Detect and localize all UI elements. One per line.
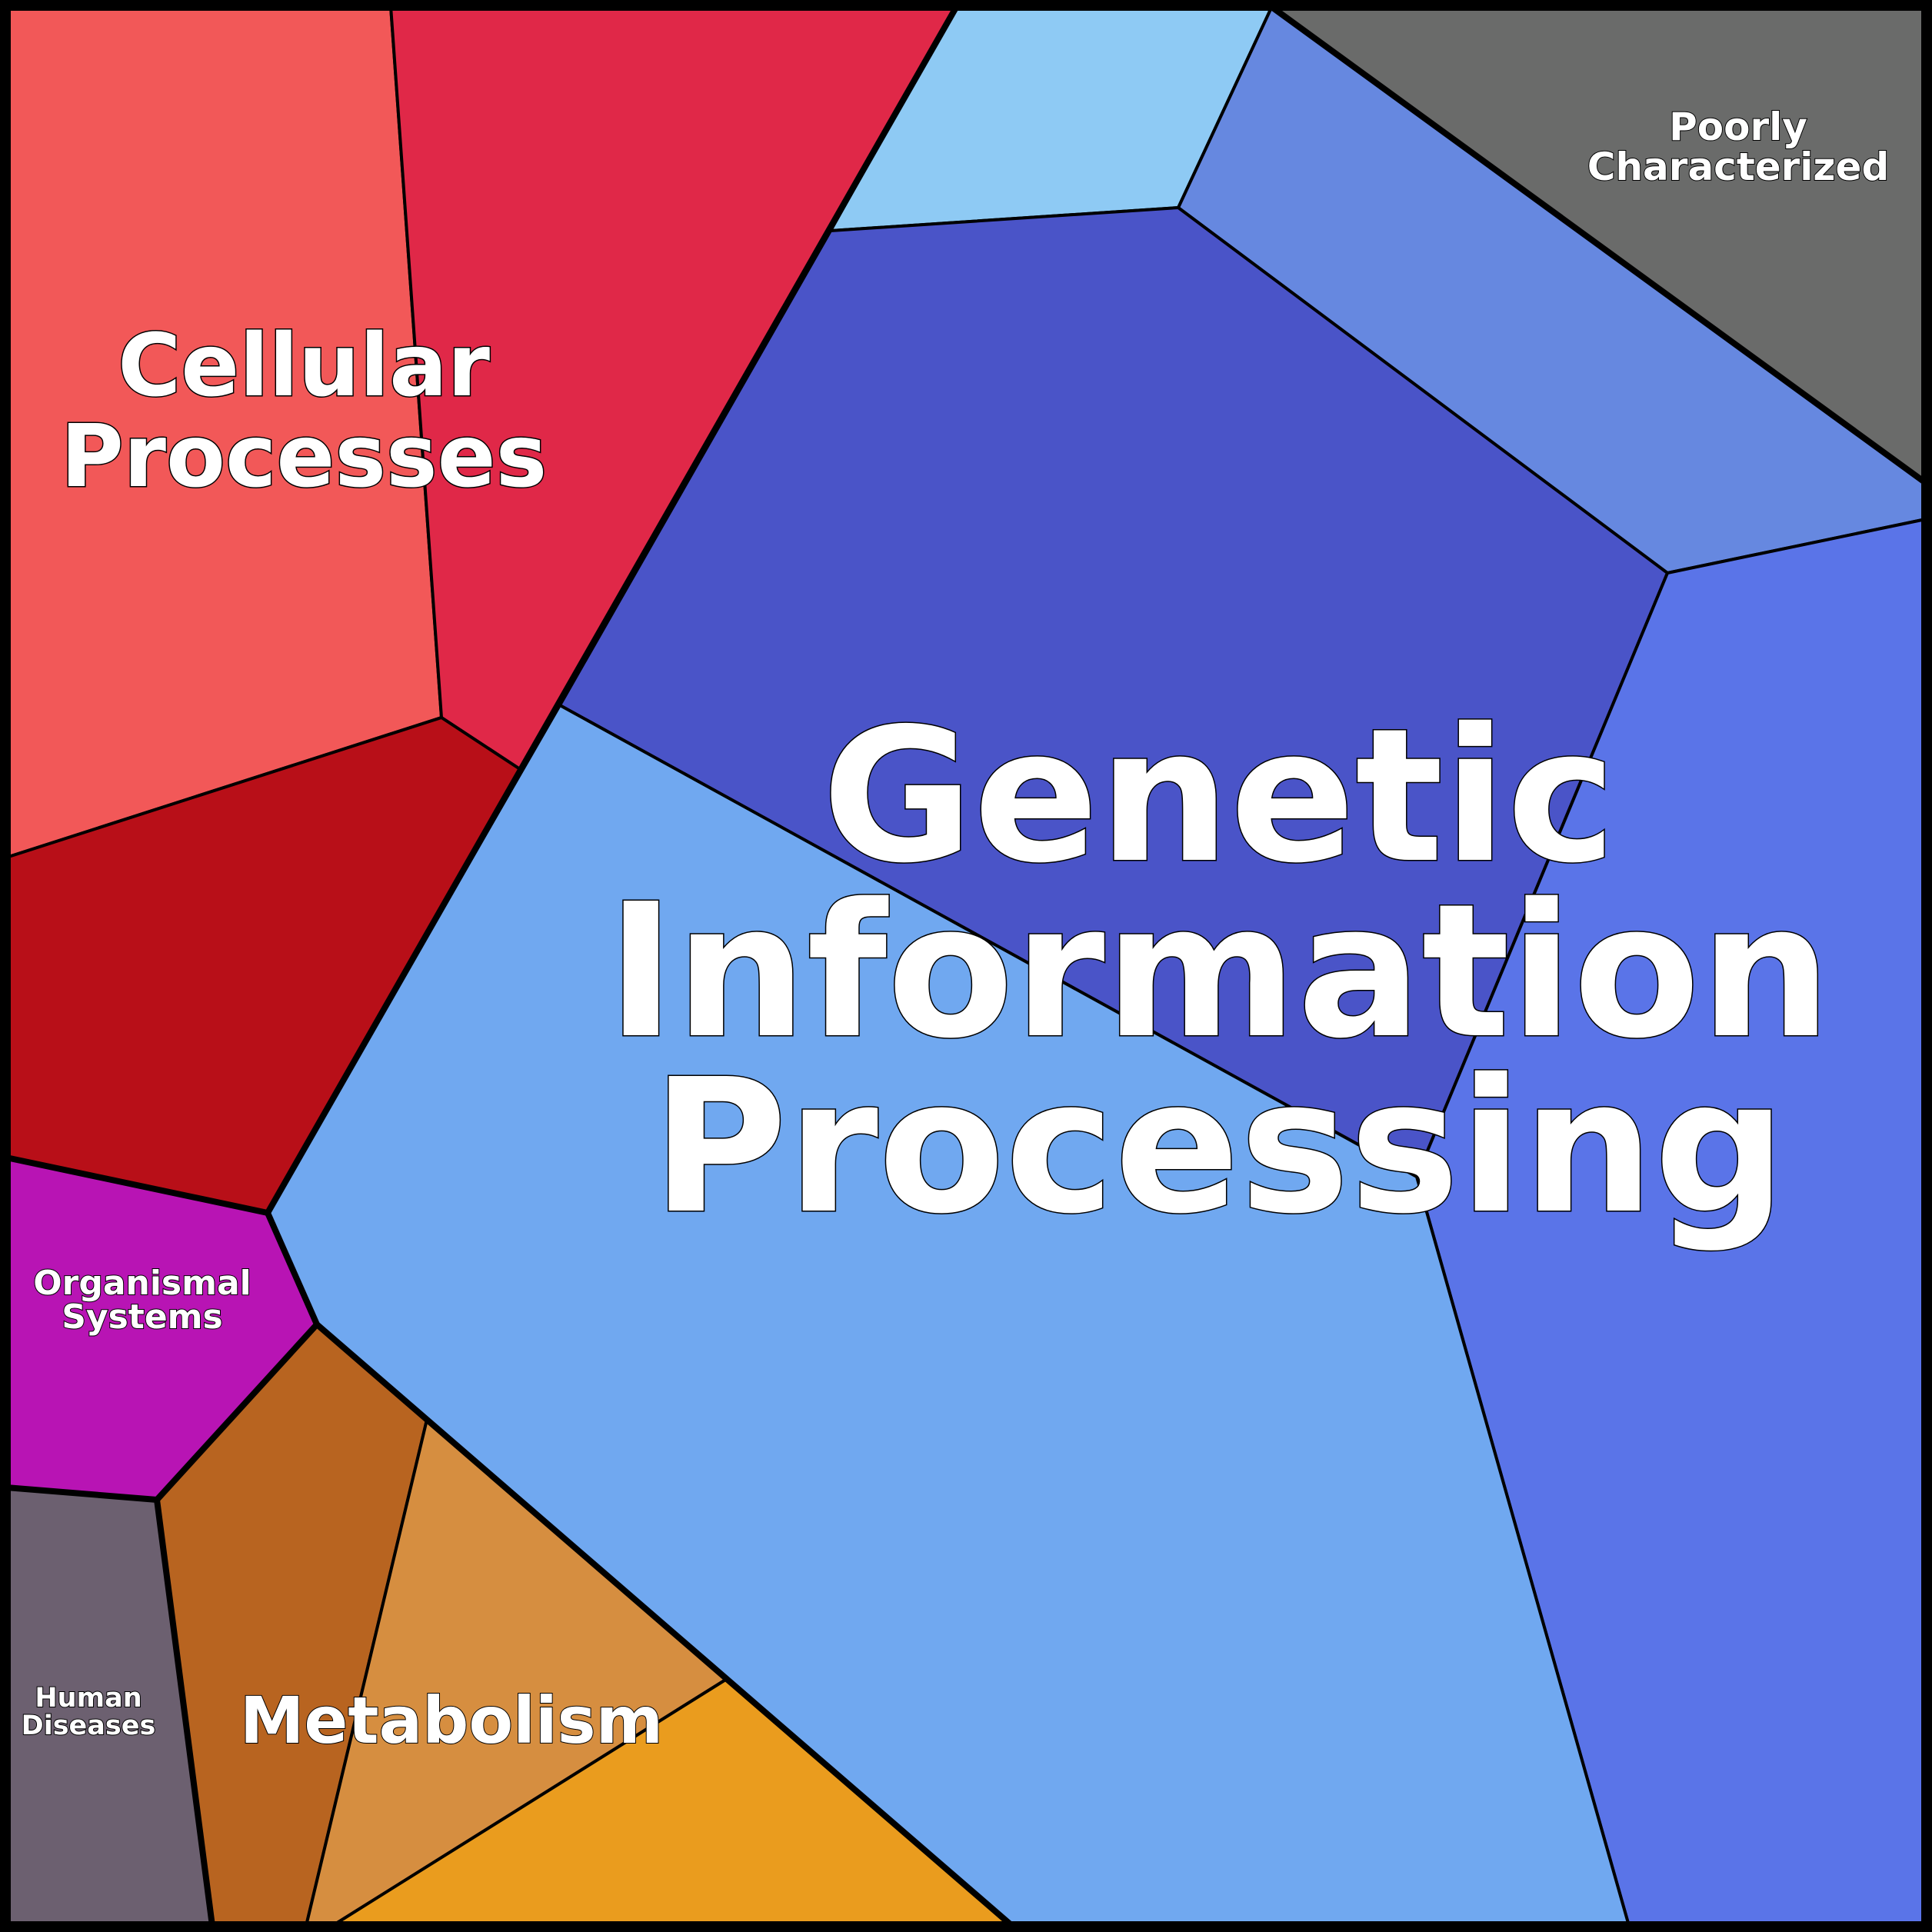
boundary-organismal-human [5, 1484, 215, 1927]
label-line: Poorly [1669, 105, 1807, 149]
label-line: Information [607, 864, 1832, 1079]
category-metabolism [155, 1322, 1017, 1927]
label-metabolism: Metabolism [240, 1683, 663, 1758]
label-line: Processing [652, 1039, 1787, 1254]
label-line: Human [35, 1683, 142, 1714]
boundary-metabolism-genetic [315, 1321, 1014, 1929]
label-line: Metabolism [240, 1683, 663, 1758]
category-boundaries [5, 3, 1928, 1929]
category-cellular-processes [5, 5, 960, 1215]
label-line: Characterized [1587, 145, 1889, 189]
boundary-cellular-organismal [5, 1154, 268, 1216]
boundary-organismal-metabolism [155, 1322, 319, 1502]
label-line: Processes [61, 407, 548, 507]
label-line: Cellular [118, 316, 490, 416]
category-genetic-information-processing [265, 5, 1927, 1927]
label-line: Genetic [822, 688, 1617, 904]
label-line: Diseases [22, 1710, 156, 1741]
label-line: Systems [62, 1297, 222, 1337]
boundary-cellular-genetic [265, 5, 960, 1214]
boundary-organismal-genetic [265, 1211, 320, 1326]
label-line: Organismal [33, 1264, 251, 1303]
boundary-poorly-genetic [1268, 3, 1928, 486]
